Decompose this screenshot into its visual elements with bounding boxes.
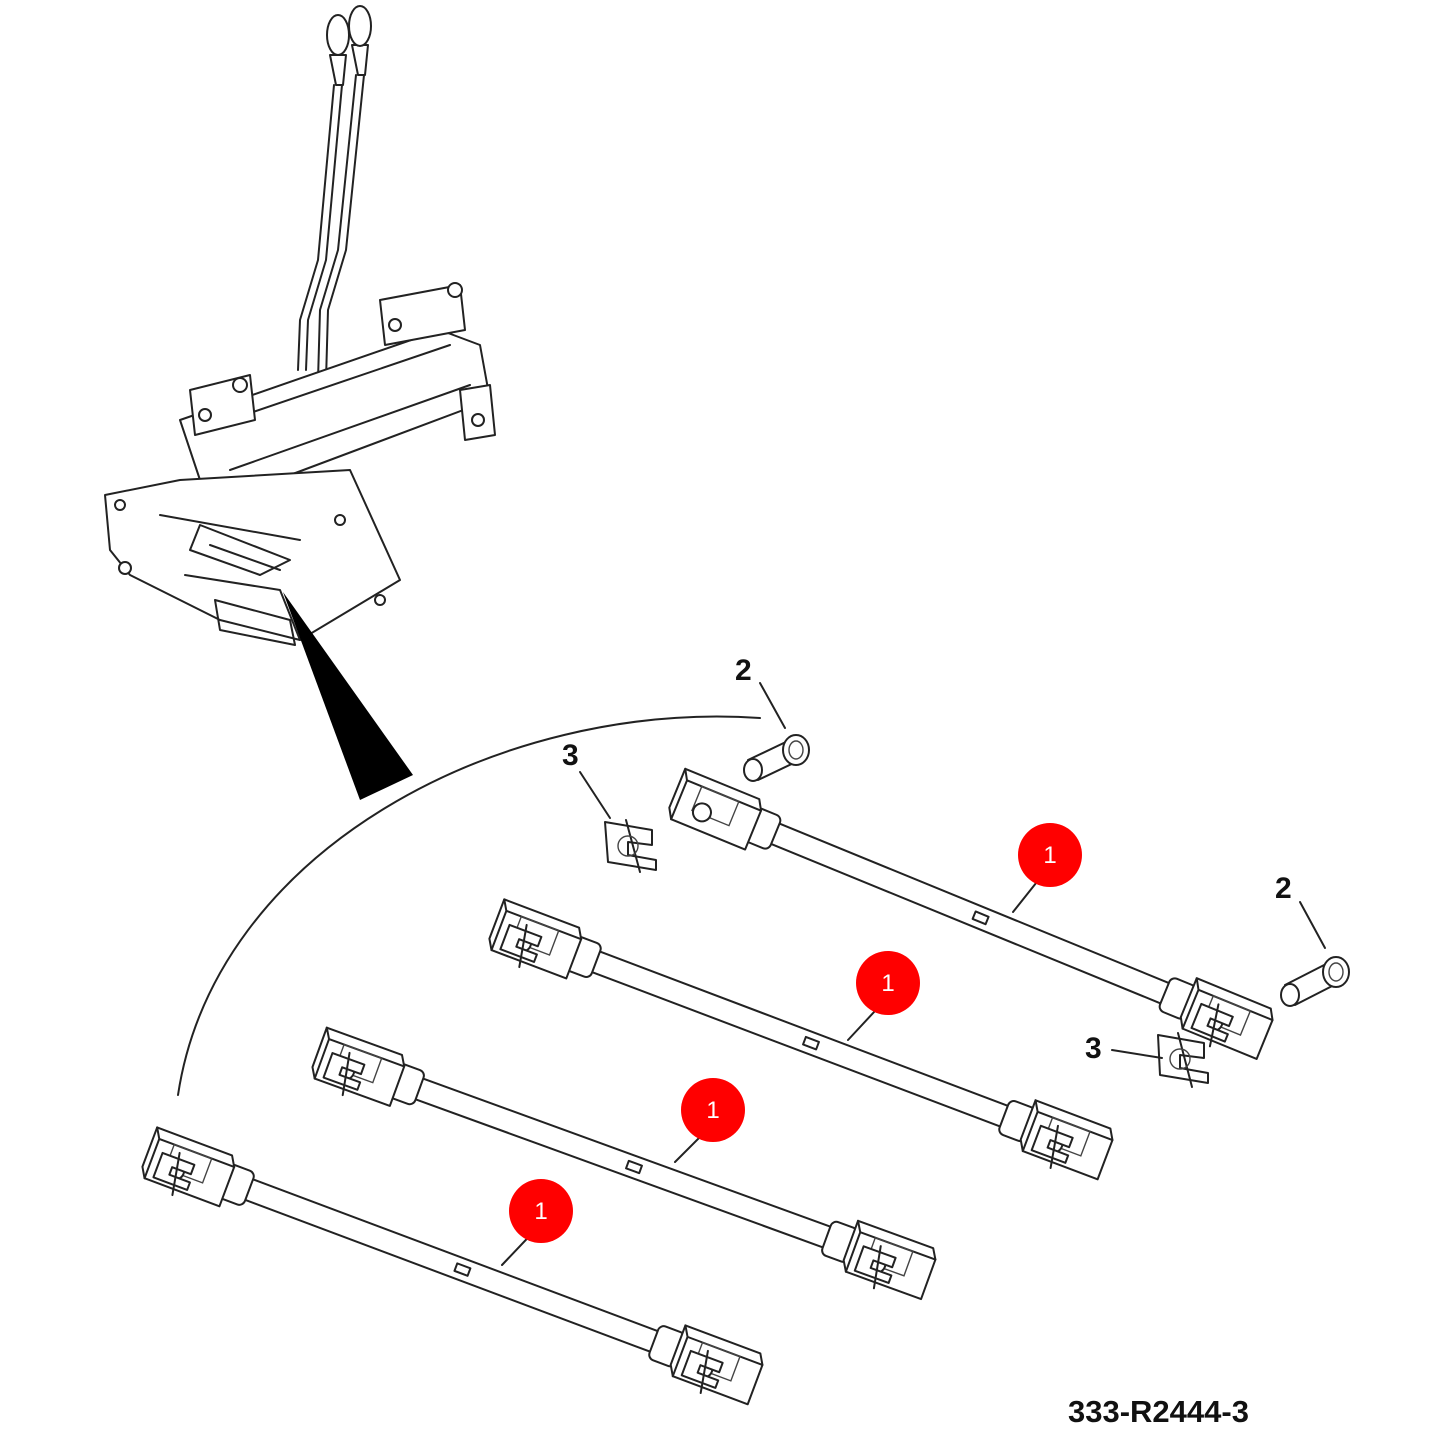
rod-tube <box>238 1176 665 1355</box>
control-rod-a <box>668 767 1274 1060</box>
badge-1-a: 1 <box>1018 823 1082 887</box>
clevis-pin-upper <box>743 734 810 782</box>
spring-clip-lower <box>1157 1032 1209 1088</box>
badge-1-b: 1 <box>856 951 920 1015</box>
rod-flat <box>802 1035 820 1051</box>
badge-circle <box>1018 823 1082 887</box>
rod-flat <box>625 1159 643 1175</box>
control-rod-d <box>141 1126 764 1406</box>
callout-2-lower: 2 <box>1275 872 1292 905</box>
clevis-end-right <box>1179 977 1274 1060</box>
badge-circle <box>509 1179 573 1243</box>
control-rod-c <box>311 1026 937 1301</box>
rod-tube <box>409 1075 837 1251</box>
badge-label: 1 <box>534 1198 547 1225</box>
clevis-end-right <box>842 1219 937 1301</box>
callout-2-upper: 2 <box>735 654 752 687</box>
clevis-end-left <box>488 898 583 980</box>
badge-1-d: 1 <box>509 1179 573 1243</box>
lever-right <box>317 5 372 381</box>
spring-clip-upper <box>604 819 657 873</box>
callout-3-upper: 3 <box>562 739 579 772</box>
clevis-pin-lower <box>1280 956 1350 1007</box>
rod-tube <box>764 820 1176 1007</box>
rod-tube <box>585 948 1015 1130</box>
clevis-end-left <box>141 1126 236 1208</box>
control-lever-assembly <box>104 5 496 646</box>
control-rods <box>141 767 1274 1406</box>
badge-label: 1 <box>881 970 894 997</box>
clevis-end-left <box>668 767 763 851</box>
detail-pointer <box>283 592 413 800</box>
drawing-id: 333-R2444-3 <box>1068 1394 1249 1429</box>
lever-left <box>297 14 350 371</box>
clevis-end-right <box>669 1324 764 1406</box>
badge-1-c: 1 <box>681 1078 745 1142</box>
callout-3-lower: 3 <box>1085 1032 1102 1065</box>
rod-flat <box>453 1262 472 1277</box>
control-rod-b <box>488 898 1114 1181</box>
badge-label: 1 <box>706 1097 719 1124</box>
clevis-end-left <box>311 1026 406 1107</box>
rod-flat <box>971 910 990 926</box>
badge-circle <box>681 1078 745 1142</box>
badge-label: 1 <box>1043 842 1056 869</box>
detail-arc <box>177 715 761 1096</box>
badge-circle <box>856 951 920 1015</box>
clevis-end-right <box>1019 1099 1114 1181</box>
